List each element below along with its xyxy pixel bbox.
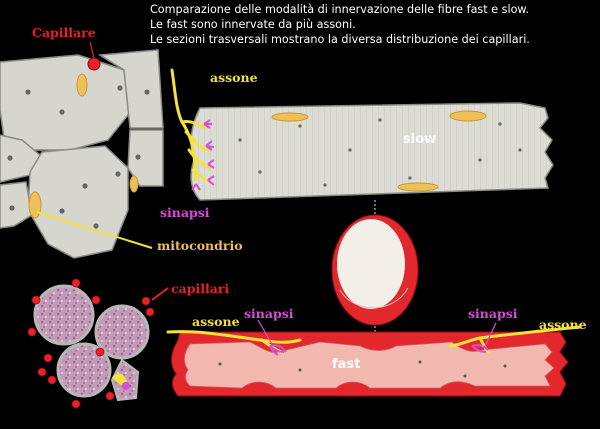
- leader-lines: [36, 41, 497, 349]
- label-assone-top: assone: [210, 70, 258, 85]
- caption-line-2: Le fast sono innervate da più assoni.: [150, 18, 356, 31]
- label-sinapsi-left: sinapsi: [244, 306, 294, 321]
- fast-synapses: [269, 344, 489, 356]
- fast-fiber: [171, 331, 569, 397]
- slow-cross-section: [0, 49, 164, 259]
- fiber-section-icon: [331, 200, 419, 340]
- slow-section-cell: [27, 145, 129, 259]
- slow-section-cell: [127, 129, 164, 187]
- label-capillari: capillari: [171, 281, 230, 296]
- label-slow: slow: [403, 132, 437, 147]
- label-assone-right: assone: [539, 317, 587, 332]
- fast-axons: [166, 325, 582, 354]
- capillaries: [27, 278, 155, 409]
- mitochondrion: [449, 110, 487, 122]
- caption-line-3: Le sezioni trasversali mostrano la diver…: [150, 33, 530, 46]
- label-fast: fast: [332, 357, 361, 372]
- label-assone-left: assone: [192, 314, 240, 329]
- slow-section-cell: [0, 181, 33, 229]
- label-mitocondrio: mitocondrio: [157, 238, 243, 253]
- caption-line-1: Comparazione delle modalità di innervazi…: [150, 3, 530, 16]
- mitochondrion: [397, 182, 439, 192]
- slow-axon: [170, 68, 212, 184]
- mitochondrion: [76, 73, 88, 97]
- label-sinapsi-right: sinapsi: [468, 306, 518, 321]
- label-capillare: Capillare: [32, 25, 96, 40]
- mitochondrion: [129, 175, 139, 193]
- mitochondrion: [271, 112, 309, 122]
- slow-section-cell: [0, 54, 133, 151]
- label-sinapsi-top: sinapsi: [160, 205, 210, 220]
- capillary: [87, 57, 101, 71]
- fast-cross-section: [27, 278, 155, 409]
- slow-fiber: [190, 102, 554, 201]
- slow-synapses: [191, 119, 215, 191]
- mitochondrion: [28, 191, 42, 219]
- slow-section-cell: [97, 49, 164, 129]
- caption: Comparazione delle modalità di innervazi…: [150, 2, 598, 47]
